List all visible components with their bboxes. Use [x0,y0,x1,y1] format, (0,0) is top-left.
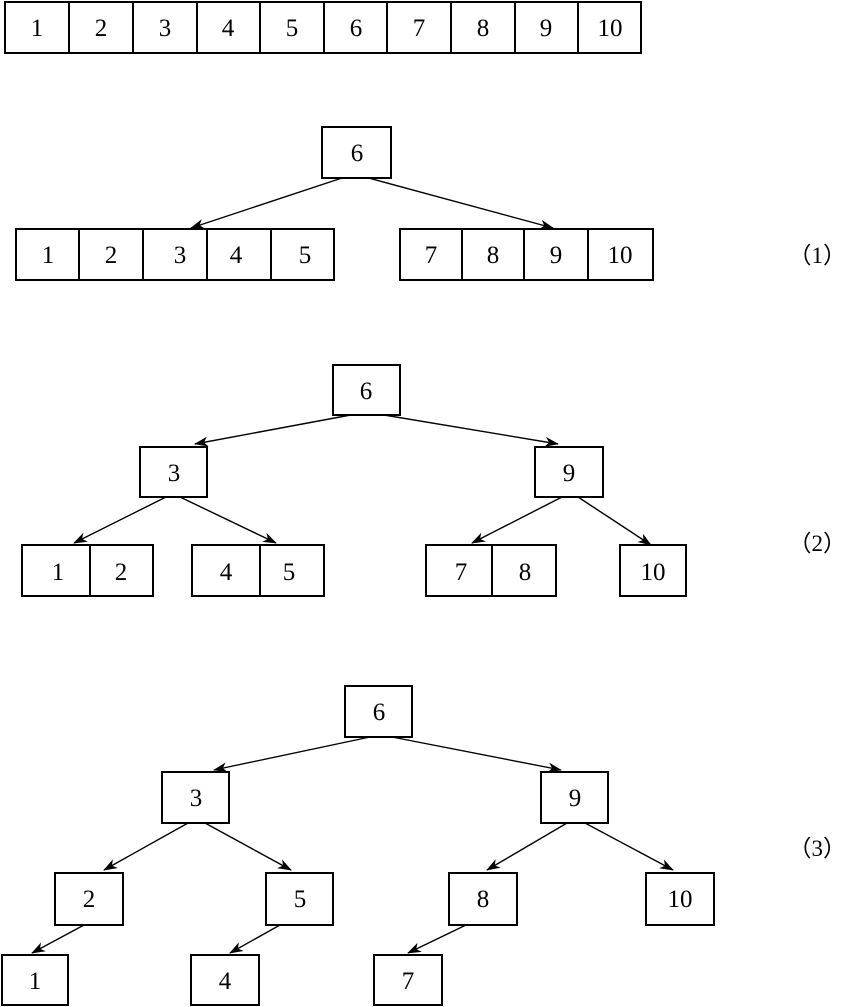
step3-node: 7 [373,954,443,1006]
step2-right-child-node: 9 [534,446,604,498]
step1-right-group: 7 8 9 10 [399,228,654,281]
step1-left-cell: 3 [174,242,187,269]
step2-leaf-group: 10 [619,544,687,597]
step2-edge [194,413,357,447]
step3-node-value: 4 [219,968,232,995]
step3-node: 3 [161,771,230,824]
step3-node-value: 10 [668,886,693,913]
array-cell-1: 1 [31,15,44,42]
step3-node: 5 [265,872,334,926]
step3-edge [584,822,674,871]
step3-node-value: 3 [190,785,203,812]
step2-left-child-value: 3 [168,460,181,487]
array-cell-4: 4 [222,15,235,42]
step2-label: （2） [789,531,847,556]
step1-root-node: 6 [321,126,392,179]
step1-left-cell: 1 [42,242,55,269]
array-cell-8: 8 [477,15,490,42]
step-1: 6 1 2 3 4 5 7 8 9 10 （1） [15,126,847,281]
array-cell-2: 2 [95,15,108,42]
step1-right-cell: 7 [425,242,438,269]
array-cell-5: 5 [286,15,299,42]
step2-edge [471,496,563,544]
step2-leaf-group: 4 5 [191,544,325,597]
step3-root-node: 6 [344,685,413,738]
step2-edge [577,496,652,546]
step1-right-cell: 10 [608,242,633,269]
step3-node-value: 1 [29,968,42,995]
step3-node-value: 8 [477,886,490,913]
step1-left-cell: 5 [299,242,312,269]
step2-root-node: 6 [332,364,401,416]
step3-root-value: 6 [373,699,386,726]
step2-leaf-cell: 7 [455,559,468,586]
step3-node: 1 [1,954,69,1006]
step2-leaf-cell: 8 [519,559,532,586]
step3-edge [213,736,371,773]
step2-leaf-cell: 2 [115,559,128,586]
step1-left-cell: 4 [230,242,243,269]
step3-node: 10 [645,872,715,926]
array-cell-6: 6 [350,15,363,42]
step3-node: 4 [190,954,260,1006]
step3-edge [486,822,568,871]
step2-edge [73,496,167,544]
step3-edge [229,924,281,954]
step2-edge [377,413,559,447]
step2-leaf-cell: 1 [52,559,65,586]
step2-leaf-cell: 10 [641,559,666,586]
step1-edge-left [190,176,346,229]
step3-edge [103,822,189,871]
step3-node-value: 5 [294,886,307,913]
step2-leaf-group: 1 2 [21,544,154,597]
step3-node-value: 7 [402,968,415,995]
step2-right-child-value: 9 [563,460,576,487]
step3-node-value: 9 [569,785,582,812]
step1-left-cell: 2 [105,242,118,269]
sorted-array: 1 2 3 4 5 6 7 8 9 10 [4,1,642,54]
step-2: 6 3 9 1 2 4 5 7 8 10 [21,364,847,597]
step3-node: 8 [448,872,518,926]
step2-edge [179,496,277,544]
step3-node: 2 [54,872,124,926]
step3-edge [31,924,85,954]
step2-leaf-group: 7 8 [425,544,557,597]
step3-edge [407,924,467,954]
step1-root-value: 6 [351,140,364,167]
step3-edge [204,822,292,871]
array-cell-10: 10 [598,15,623,42]
step2-leaf-cell: 4 [220,559,233,586]
step2-left-child-node: 3 [139,446,208,498]
step3-label: （3） [789,836,847,861]
array-cell-9: 9 [540,15,553,42]
step2-root-value: 6 [360,378,373,405]
step1-left-group: 1 2 3 4 5 [15,228,335,281]
step1-right-cell: 9 [550,242,563,269]
step2-leaf-cell: 5 [283,559,296,586]
step-3: 6 3 9 2 5 8 10 1 [1,685,847,1006]
step1-edge-right [364,176,554,230]
step1-label: （1） [789,243,847,268]
step3-node: 9 [540,771,609,824]
step1-right-cell: 8 [487,242,500,269]
step3-node-value: 2 [83,886,96,913]
array-cell-3: 3 [159,15,172,42]
step3-edge [391,736,562,773]
array-cell-7: 7 [413,15,426,42]
